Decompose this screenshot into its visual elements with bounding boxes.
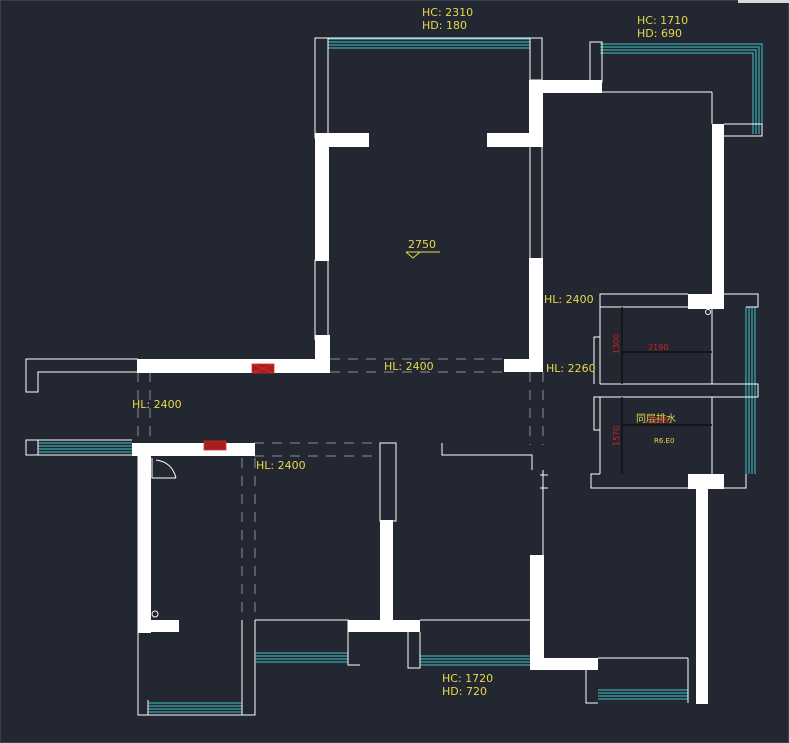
sockets [203, 363, 275, 451]
bathroom-label: 同层排水 [636, 412, 676, 425]
bathroom-dimensions [621, 307, 712, 474]
hl-right-upper: HL: 2400 [544, 293, 594, 306]
titlebar-stub [738, 0, 789, 3]
ceiling-level-marker [405, 251, 440, 259]
windows [38, 38, 763, 713]
wall-outlines [25, 37, 763, 716]
bottom-window-hd: HD: 720 [442, 685, 487, 698]
bottom-window-hc: HC: 1720 [442, 672, 493, 685]
bathroom-sub-label: R6.E0 [654, 437, 674, 445]
openings [137, 358, 544, 620]
right-window-hd: HD: 690 [637, 27, 682, 40]
right-window-hc: HC: 1710 [637, 14, 688, 27]
hl-left: HL: 2400 [132, 398, 182, 411]
dimension-labels: 1300 2190 1570 2190 [612, 334, 668, 446]
dim-upper-vertical: 1300 [612, 334, 621, 354]
dim-lower-horizontal: 2190 [648, 416, 668, 425]
hl-corridor: HL: 2400 [384, 360, 434, 373]
dim-lower-vertical: 1570 [612, 426, 621, 446]
dim-upper-horizontal: 2190 [648, 343, 668, 352]
walls [132, 80, 724, 704]
hl-right-lower: HL: 2260 [546, 362, 596, 375]
hl-bottom: HL: 2400 [256, 459, 306, 472]
top-window-hc: HC: 2310 [422, 6, 473, 19]
labels: HC: 2310 HD: 180 HC: 1710 HD: 690 2750 H… [132, 6, 688, 698]
top-window-hd: HD: 180 [422, 19, 467, 32]
socket-symbol [203, 440, 227, 451]
ceiling-height: 2750 [408, 238, 436, 251]
